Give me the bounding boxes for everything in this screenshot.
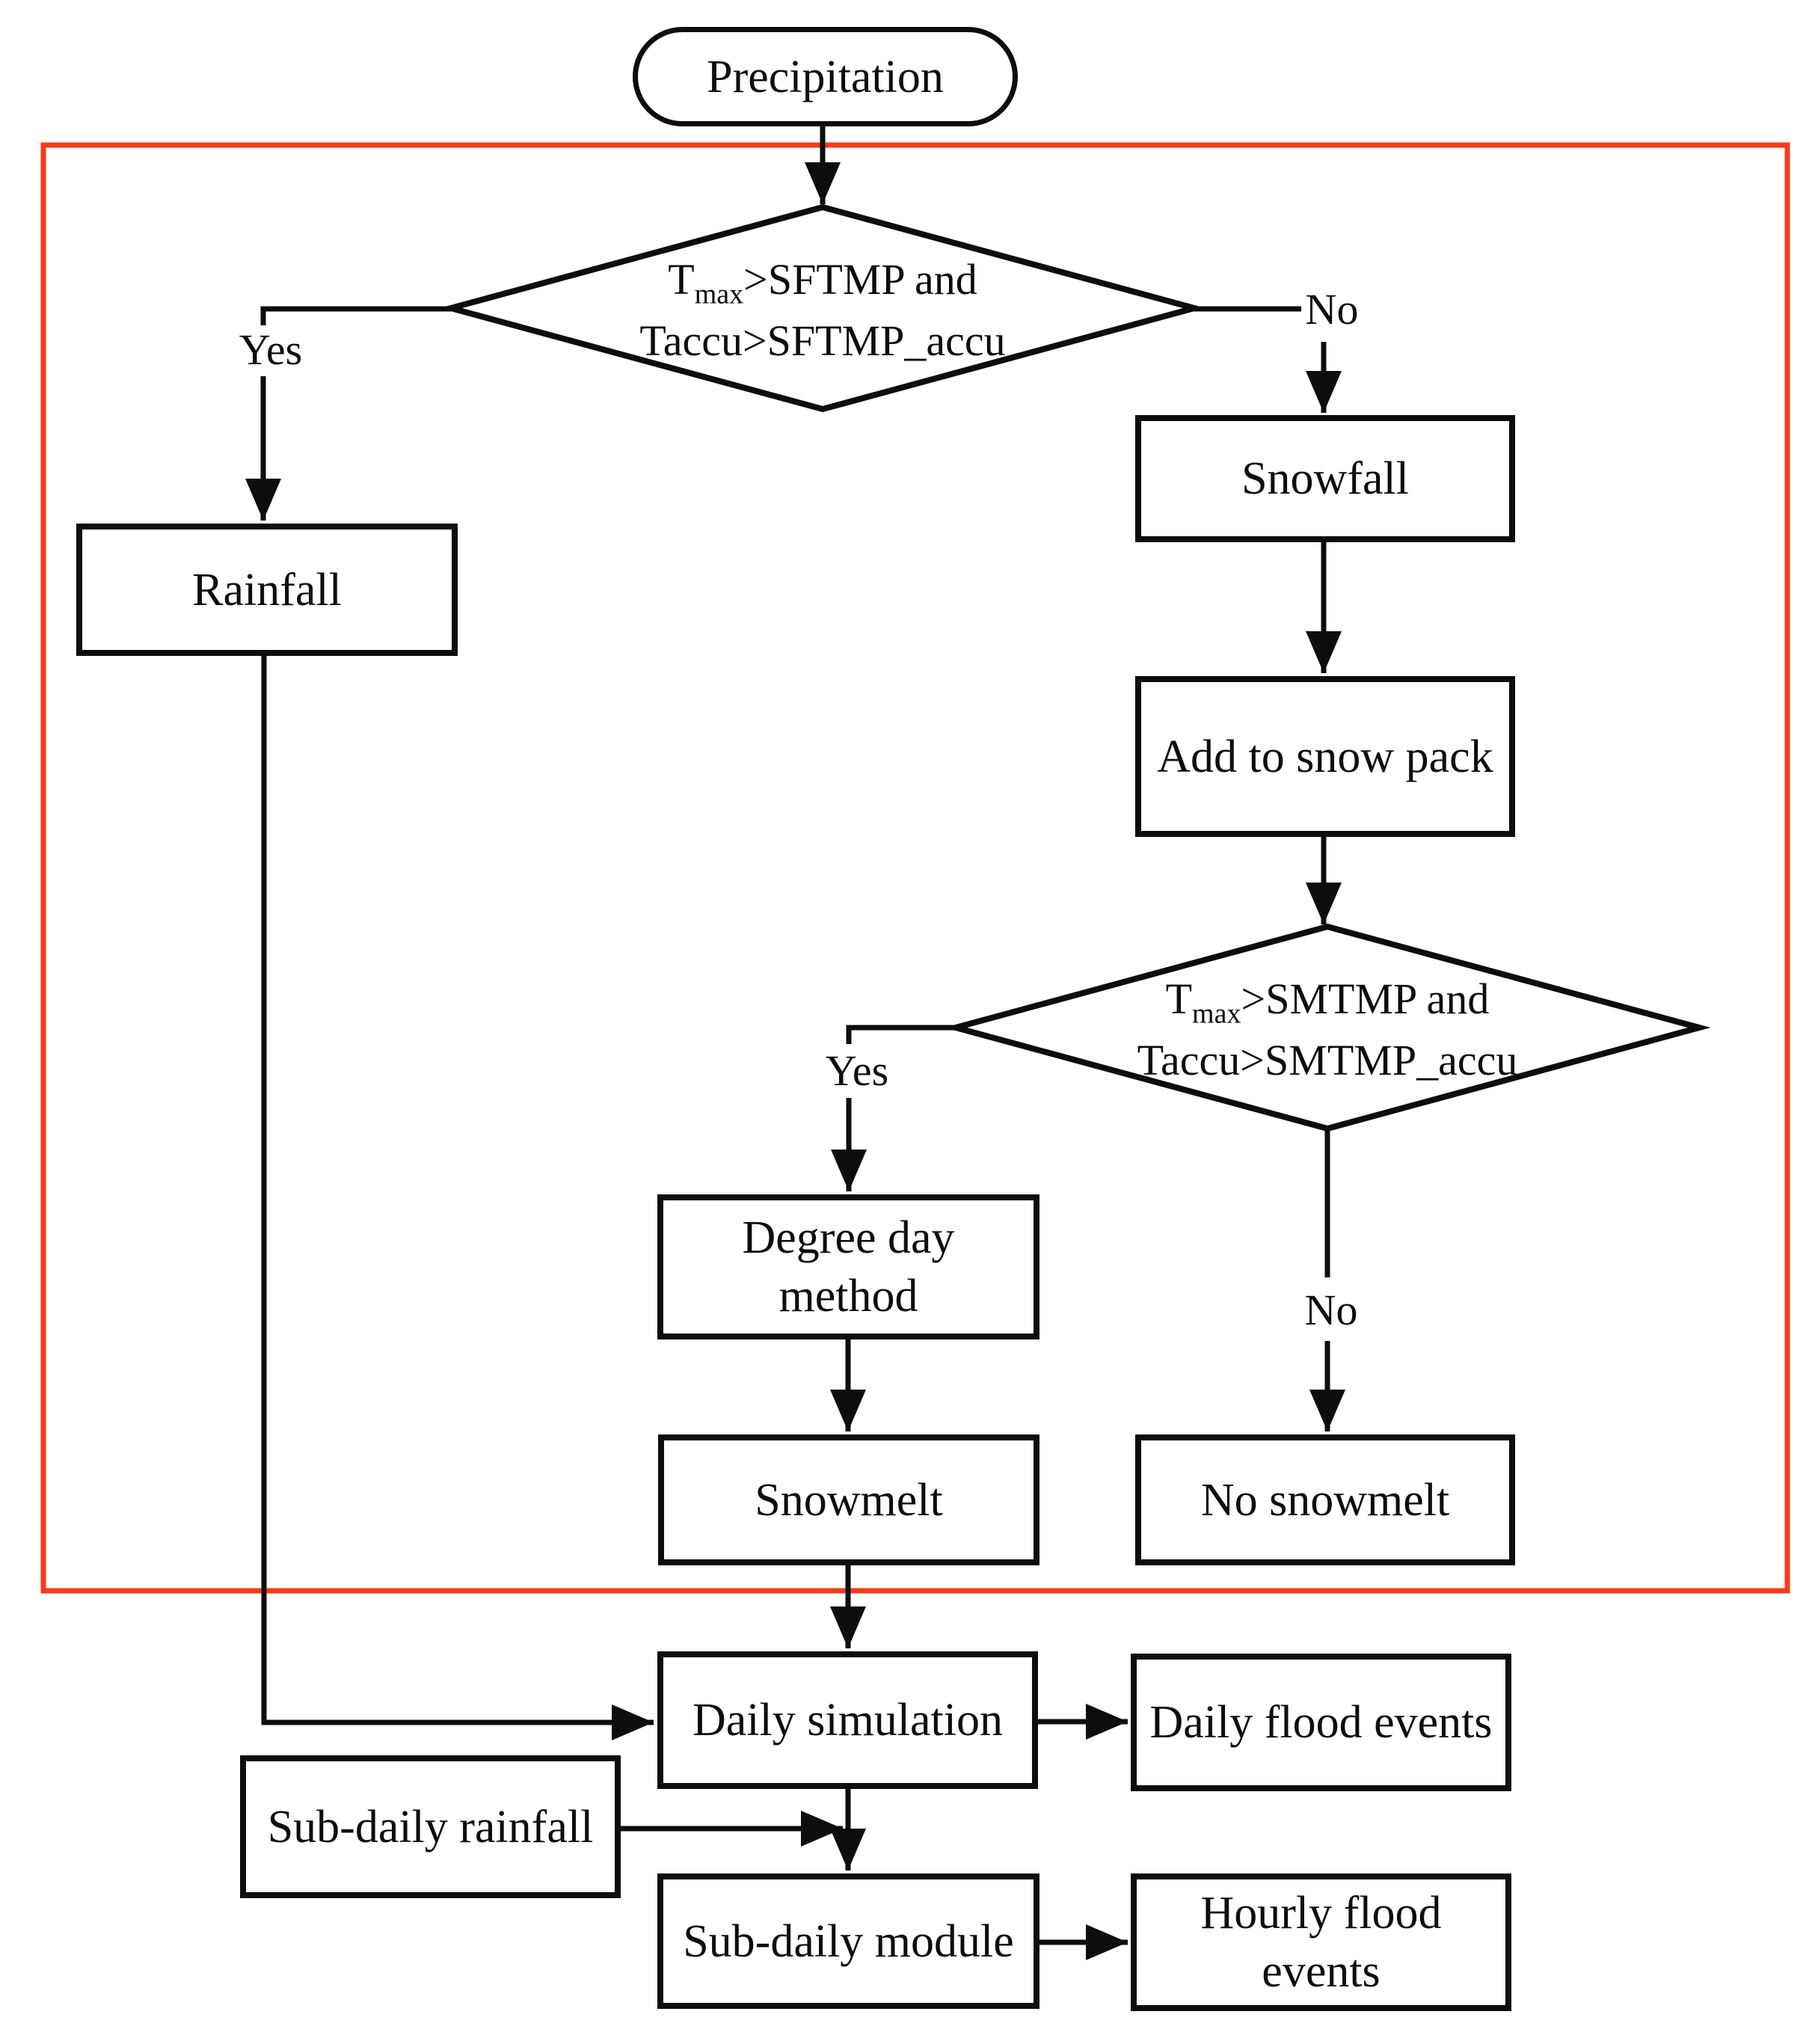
- node-sub-daily-rainfall-label: Sub-daily rainfall: [267, 1801, 594, 1853]
- node-rainfall: Rainfall: [76, 524, 458, 656]
- node-sub-daily-module-label: Sub-daily module: [683, 1915, 1014, 1967]
- edge-rainfall-to-daily-simulation: [261, 656, 654, 1740]
- node-snowfall-label: Snowfall: [1241, 453, 1409, 504]
- node-snowfall: Snowfall: [1135, 415, 1515, 542]
- decision-snowmelt-line1-t: T: [1165, 975, 1193, 1023]
- node-snowmelt-label: Snowmelt: [755, 1474, 943, 1526]
- node-no-snowmelt-label: No snowmelt: [1200, 1474, 1450, 1526]
- node-hourly-flood-events: Hourly flood events: [1131, 1873, 1511, 2011]
- decision-snowfall-line2: Taccu>SFTMP_accu: [639, 316, 1006, 365]
- node-degree-day-method: Degree day method: [657, 1194, 1039, 1339]
- decision-snowmelt-line1-sub: max: [1192, 998, 1241, 1030]
- decision-snowfall-line1: Tmax>SFTMP and: [639, 249, 1005, 310]
- node-add-to-snow-pack-label: Add to snow pack: [1157, 731, 1493, 782]
- edge-label-yes-1: Yes: [239, 325, 303, 374]
- decision-snowmelt-label: Tmax>SMTMP and Taccu>SMTMP_accu: [1137, 969, 1518, 1091]
- snow-module-boundary: [40, 142, 1790, 1594]
- node-snowmelt: Snowmelt: [658, 1434, 1039, 1565]
- node-daily-simulation: Daily simulation: [657, 1651, 1038, 1789]
- node-sub-daily-rainfall: Sub-daily rainfall: [240, 1755, 621, 1898]
- node-rainfall-label: Rainfall: [192, 564, 342, 616]
- node-no-snowmelt: No snowmelt: [1135, 1434, 1515, 1565]
- node-hourly-flood-events-line1: Hourly flood: [1200, 1888, 1442, 1939]
- edge-label-no-1: No: [1305, 285, 1359, 334]
- decision-snowfall-diamond: [439, 203, 1206, 413]
- decision-snowfall-label: Tmax>SFTMP and Taccu>SFTMP_accu: [639, 249, 1005, 372]
- decision-snowfall-line1-rest: >SFTMP and: [743, 255, 977, 304]
- node-add-to-snow-pack: Add to snow pack: [1135, 676, 1515, 837]
- decision-snowfall-line1-sub: max: [694, 278, 744, 310]
- decision-snowmelt-line1: Tmax>SMTMP and: [1137, 969, 1518, 1030]
- edge-label-no-2: No: [1304, 1286, 1358, 1334]
- edge-decision2-yes-elbow: [846, 1025, 956, 1044]
- decision-snowmelt-line1-rest: >SMTMP and: [1241, 975, 1490, 1023]
- edge-decision1-yes-elbow: [260, 306, 451, 325]
- edge-label-yes-2: Yes: [825, 1046, 889, 1095]
- decision-snowfall-line1-t: T: [668, 255, 695, 304]
- node-degree-day-method-line1: Degree day: [742, 1212, 955, 1263]
- node-sub-daily-module: Sub-daily module: [657, 1873, 1039, 2009]
- node-degree-day-method-line2: method: [778, 1271, 918, 1322]
- decision-snowmelt-line2: Taccu>SMTMP_accu: [1137, 1036, 1518, 1084]
- node-hourly-flood-events-line2: events: [1262, 1946, 1381, 1997]
- node-daily-flood-events: Daily flood events: [1131, 1654, 1511, 1791]
- node-daily-simulation-label: Daily simulation: [692, 1695, 1004, 1746]
- node-precipitation-label: Precipitation: [707, 51, 944, 102]
- node-precipitation: Precipitation: [633, 27, 1018, 126]
- node-daily-flood-events-label: Daily flood events: [1149, 1697, 1493, 1748]
